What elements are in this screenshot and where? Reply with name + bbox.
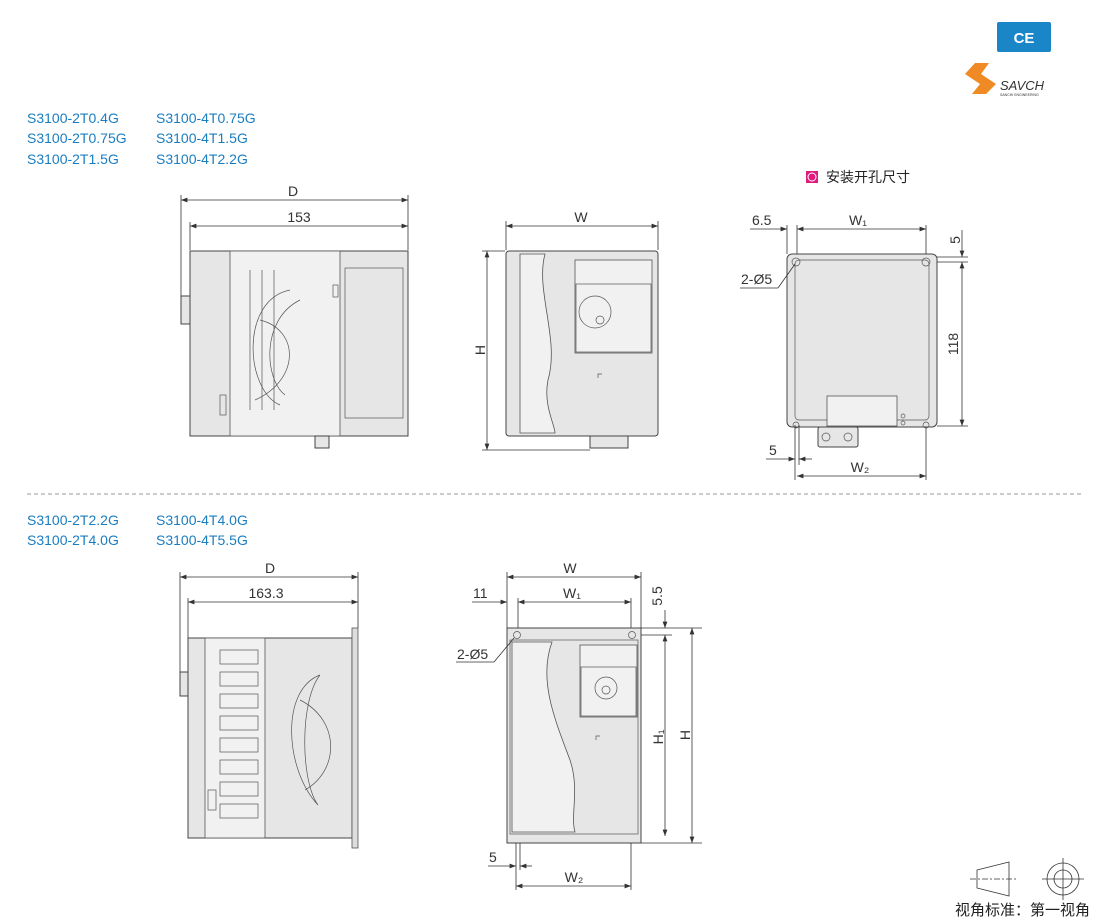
section1-models: S3100-2T0.4G S3100-4T0.75G S3100-2T0.75G…: [27, 110, 256, 167]
front-view-2: W 11 W₁ 5.5 H₁ H 2-Ø5 5 W₂: [456, 560, 702, 890]
svg-text:5: 5: [947, 236, 963, 244]
svg-text:W: W: [563, 560, 577, 576]
svg-text:S3100-4T0.75G: S3100-4T0.75G: [156, 110, 256, 126]
svg-text:S3100-2T1.5G: S3100-2T1.5G: [27, 151, 119, 167]
svg-text:S3100-2T2.2G: S3100-2T2.2G: [27, 512, 119, 528]
svg-text:W₁: W₁: [849, 212, 867, 228]
front-view-1: W H: [472, 209, 659, 451]
svg-text:安装开孔尺寸: 安装开孔尺寸: [826, 169, 910, 185]
svg-text:SANCHI ENGINEERING: SANCHI ENGINEERING: [1000, 93, 1039, 97]
svg-text:S3100-4T1.5G: S3100-4T1.5G: [156, 130, 248, 146]
svg-text:2-Ø5: 2-Ø5: [741, 271, 772, 287]
first-angle-projection-icon: [970, 858, 1084, 900]
svg-text:SAVCH: SAVCH: [1000, 78, 1045, 93]
section2-models: S3100-2T2.2G S3100-4T4.0G S3100-2T4.0G S…: [27, 512, 248, 548]
svg-text:S3100-2T0.75G: S3100-2T0.75G: [27, 130, 127, 146]
svg-text:2-Ø5: 2-Ø5: [457, 646, 488, 662]
svg-text:153: 153: [287, 209, 311, 225]
mounting-hole-view: 安装开孔尺寸 6.5 W₁ 2-Ø5 5 118 5 W₂: [740, 169, 968, 480]
svg-text:W₁: W₁: [563, 585, 581, 601]
svg-text:5: 5: [489, 849, 497, 865]
svg-text:H: H: [677, 730, 693, 740]
svg-text:S3100-2T0.4G: S3100-2T0.4G: [27, 110, 119, 126]
svg-text:S3100-4T2.2G: S3100-4T2.2G: [156, 151, 248, 167]
side-view-1: D 153: [180, 183, 409, 449]
svg-text:W: W: [574, 209, 588, 225]
svg-text:6.5: 6.5: [752, 212, 772, 228]
svg-text:S3100-4T4.0G: S3100-4T4.0G: [156, 512, 248, 528]
view-standard-label: 视角标准：第一视角: [955, 901, 1090, 919]
side-view-2: D 163.3: [179, 560, 359, 849]
svg-text:CE: CE: [1014, 30, 1035, 47]
svg-text:D: D: [265, 560, 275, 576]
svg-text:S3100-4T5.5G: S3100-4T5.5G: [156, 532, 248, 548]
svg-text:H: H: [472, 345, 488, 355]
svg-text:W₂: W₂: [565, 869, 584, 885]
svg-text:11: 11: [473, 585, 488, 601]
savch-logo: SAVCH SANCHI ENGINEERING: [965, 63, 1045, 97]
svg-text:S3100-2T4.0G: S3100-2T4.0G: [27, 532, 119, 548]
ce-badge: CE: [997, 22, 1051, 52]
svg-text:W₂: W₂: [851, 459, 870, 475]
svg-text:H₁: H₁: [650, 729, 666, 744]
svg-text:5.5: 5.5: [649, 586, 665, 606]
svg-text:163.3: 163.3: [248, 585, 283, 601]
svg-text:118: 118: [945, 333, 961, 356]
svg-text:D: D: [288, 183, 298, 199]
svg-text:5: 5: [769, 442, 777, 458]
